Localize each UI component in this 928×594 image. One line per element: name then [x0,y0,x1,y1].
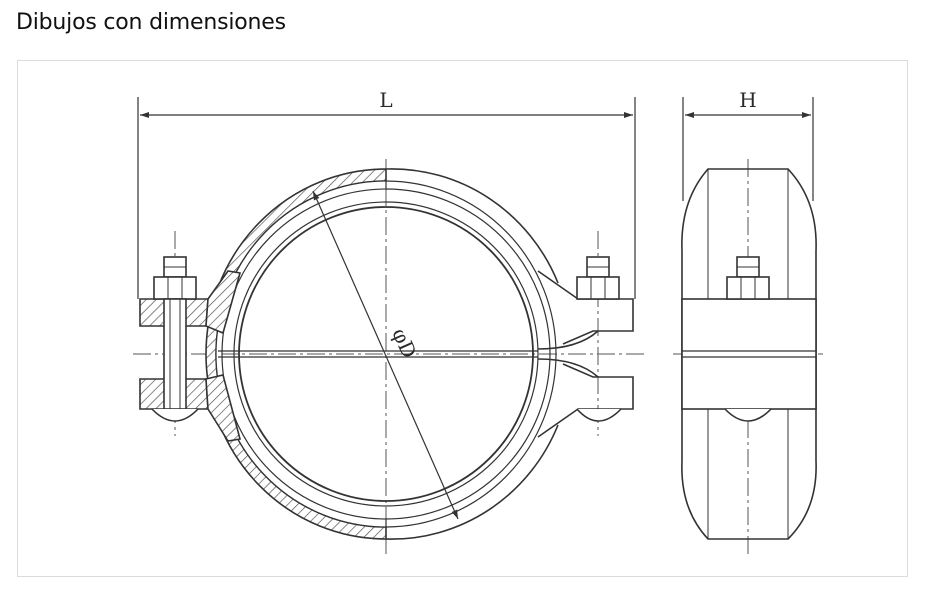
length-dimension [137,97,636,299]
right-lug [537,270,634,438]
housing-right [385,168,559,540]
side-view [673,97,823,556]
right-bolt [576,256,622,422]
left-bolt [151,256,199,422]
diameter-dimension [312,190,459,520]
dimension-drawing-frame: L H φD [17,60,908,577]
section-title: Dibujos con dimensiones [16,10,286,35]
length-label: L [379,88,392,112]
side-bolt [724,256,772,422]
height-label: H [739,88,756,112]
diameter-label: φD [387,325,421,362]
height-dimension [682,97,814,201]
coupling-dimension-drawing: L H φD [133,88,823,556]
front-view [133,97,648,556]
